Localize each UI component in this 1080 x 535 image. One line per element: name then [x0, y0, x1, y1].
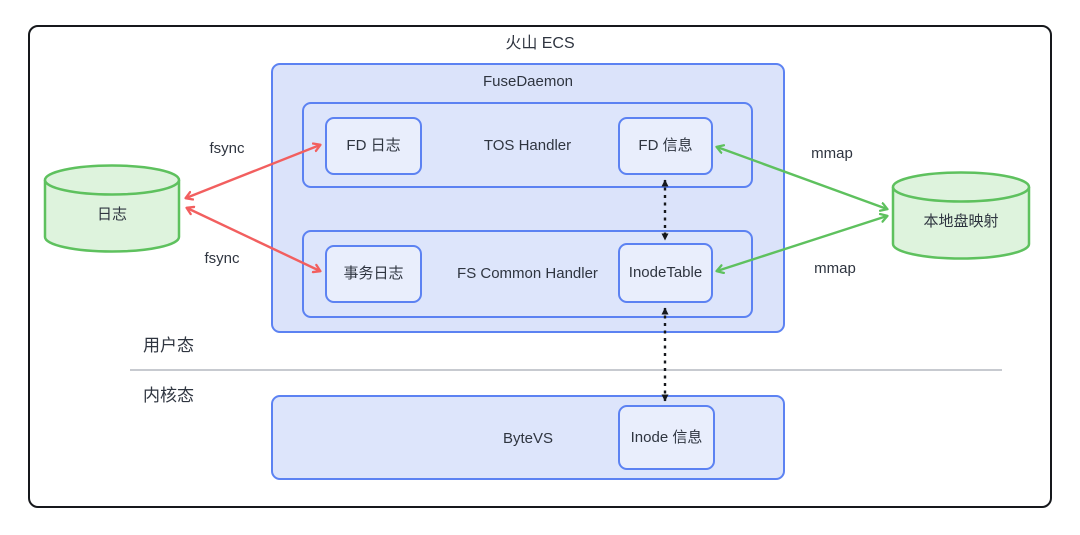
- fs-common-handler-label: FS Common Handler: [457, 265, 598, 282]
- fusedaemon-label: FuseDaemon: [482, 73, 574, 90]
- cylinder-shape: [891, 171, 1031, 260]
- fsync-bottom-label: fsync: [204, 250, 240, 267]
- tx-log-box: 事务日志: [325, 245, 422, 303]
- kernel-mode-label: 内核态: [143, 386, 194, 405]
- log-cylinder-label: 日志: [96, 206, 127, 223]
- inode-info-box: Inode 信息: [618, 405, 715, 470]
- mode-divider-line: [130, 369, 1002, 371]
- inode-table-box: InodeTable: [618, 243, 713, 303]
- fd-info-box: FD 信息: [618, 117, 713, 175]
- local-disk-cylinder-label: 本地盘映射: [923, 213, 999, 230]
- bytevs-label: ByteVS: [502, 430, 554, 447]
- diagram-title: 火山 ECS: [505, 35, 575, 52]
- fd-log-label: FD 日志: [346, 137, 401, 154]
- inode-info-label: Inode 信息: [630, 428, 703, 446]
- local-disk-cylinder: 本地盘映射: [890, 170, 1032, 262]
- tx-log-label: 事务日志: [343, 265, 404, 282]
- fd-info-label: FD 信息: [638, 137, 693, 154]
- fsync-top-label: fsync: [209, 140, 245, 157]
- tos-handler-label: TOS Handler: [483, 137, 572, 154]
- fd-log-box: FD 日志: [325, 117, 422, 175]
- mmap-bottom-label: mmap: [814, 260, 856, 277]
- log-cylinder: 日志: [42, 163, 182, 255]
- inode-table-label: InodeTable: [628, 264, 703, 281]
- mmap-top-label: mmap: [811, 145, 853, 162]
- cylinder-shape: [43, 164, 181, 253]
- user-mode-label: 用户态: [143, 336, 194, 355]
